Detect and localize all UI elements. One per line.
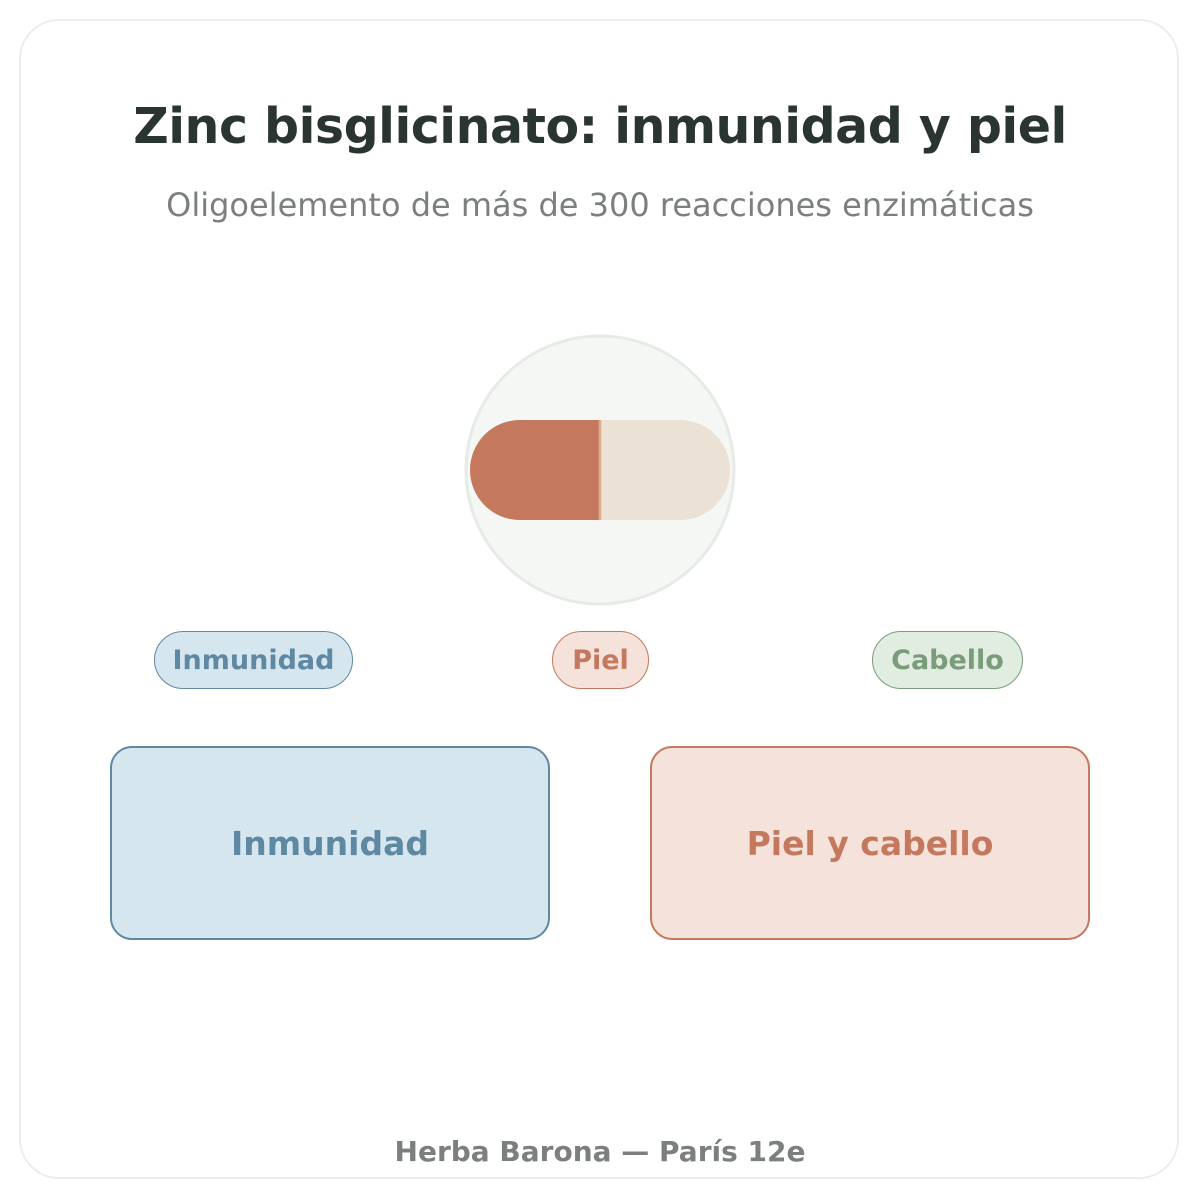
- benefit-card-label: Inmunidad: [231, 823, 429, 863]
- benefit-card-inmunidad: Inmunidad: [110, 746, 550, 940]
- tag-piel: Piel: [552, 631, 649, 689]
- benefit-card-piel-y-cabello: Piel y cabello: [650, 746, 1090, 940]
- capsule-left-half: [470, 420, 600, 520]
- page-title: Zinc bisglicinato: inmunidad y piel: [133, 98, 1067, 155]
- capsule-right-half: [600, 420, 730, 520]
- tag-inmunidad: Inmunidad: [154, 631, 353, 689]
- page-subtitle: Oligoelemento de más de 300 reacciones e…: [166, 186, 1034, 224]
- benefit-card-label: Piel y cabello: [746, 823, 994, 863]
- capsule-icon: [464, 334, 736, 606]
- tag-cabello: Cabello: [872, 631, 1023, 689]
- footer-brand: Herba Barona — París 12e: [394, 1135, 806, 1168]
